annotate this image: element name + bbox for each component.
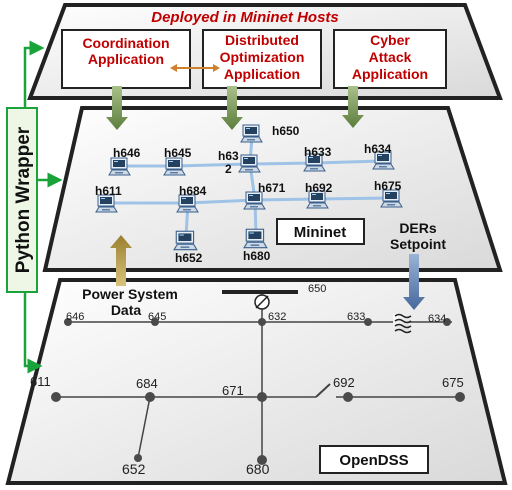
host-h680-label: h680 <box>243 249 271 263</box>
bus-646-label: 646 <box>66 311 84 323</box>
host-h671-label: h671 <box>258 181 286 195</box>
distributed-app-line2: Optimization <box>220 49 305 65</box>
opendss-label-box: OpenDSS <box>319 445 429 474</box>
regulator-icon <box>254 294 270 310</box>
bus-646-node[interactable] <box>64 318 72 326</box>
host-h645-label: h645 <box>164 146 192 160</box>
bus-645-node[interactable] <box>151 318 159 326</box>
cyber-attack-app-box[interactable]: Cyber Attack Application <box>333 29 447 89</box>
bus-652-node[interactable] <box>134 454 142 462</box>
cyber-app-line1: Cyber <box>370 32 410 48</box>
host-h646-label: h646 <box>113 146 141 160</box>
host-h650-icon[interactable] <box>240 124 263 143</box>
distributed-optimization-app-box[interactable]: Distributed Optimization Application <box>202 29 322 89</box>
bus-680-node[interactable] <box>257 455 267 465</box>
mininet-label: Mininet <box>294 224 347 241</box>
python-wrapper: Python Wrapper <box>6 40 63 374</box>
host-h634-label: h634 <box>364 142 392 156</box>
bus-692-label: 692 <box>333 375 355 390</box>
host-h632-label-a: h63 <box>218 149 239 163</box>
host-h680-icon[interactable] <box>243 228 268 249</box>
bus-675-node[interactable] <box>455 392 465 402</box>
transformer-icon <box>393 313 412 334</box>
host-h652-icon[interactable] <box>173 230 198 251</box>
coordination-app-line2: Application <box>88 51 164 67</box>
application-layer-title: Deployed in Mininet Hosts <box>151 9 339 26</box>
python-wrapper-box[interactable] <box>6 107 38 293</box>
power-data-up-arrow <box>110 235 132 286</box>
bus-650-label: 650 <box>308 283 326 295</box>
mininet-layer: h650 h646 h645 h63 2 h633 h634 h611 h684… <box>42 106 503 272</box>
bus-611-label: 611 <box>30 374 51 389</box>
cyber-app-line2: Attack <box>369 49 412 65</box>
coordination-app-line1: Coordination <box>82 35 169 51</box>
host-h645-icon[interactable] <box>163 157 186 176</box>
ders-label-line2: Setpoint <box>390 236 446 252</box>
bus-611-node[interactable] <box>51 392 61 402</box>
host-h652-label: h652 <box>175 251 203 265</box>
bus-692-node[interactable] <box>343 392 353 402</box>
distributed-app-line1: Distributed <box>225 32 299 48</box>
ders-label-line1: DERs <box>399 220 437 236</box>
coordination-app-box[interactable]: Coordination Application <box>61 29 191 89</box>
app-to-mininet-arrow-1 <box>106 86 128 130</box>
host-h611-label: h611 <box>95 184 122 198</box>
bus-634-node[interactable] <box>443 318 451 326</box>
app-to-mininet-arrow-2 <box>221 86 243 130</box>
bus-671-label: 671 <box>222 383 244 398</box>
mininet-label-box: Mininet <box>276 218 365 245</box>
opendss-label: OpenDSS <box>339 452 408 469</box>
bus-652-label: 652 <box>122 461 146 477</box>
bus-680-label: 680 <box>246 461 270 477</box>
host-h650-label: h650 <box>272 124 300 138</box>
bus-634-label: 634 <box>428 313 446 325</box>
bus-633-label: 633 <box>347 311 365 323</box>
power-data-line2: Data <box>111 302 142 318</box>
bus-633-node[interactable] <box>364 318 372 326</box>
cyber-app-line3: Application <box>352 66 428 82</box>
bus-632-label: 632 <box>268 311 286 323</box>
power-data-line1: Power System <box>82 286 178 302</box>
opendss-layer-plane <box>5 278 508 485</box>
host-h632-label-b: 2 <box>225 162 232 176</box>
bus-684-node[interactable] <box>145 392 155 402</box>
host-h692-label: h692 <box>305 181 333 195</box>
bidirectional-arrow-icon <box>170 64 220 72</box>
opendss-layer: 650 646 645 632 633 634 611 684 671 692 … <box>5 278 508 485</box>
host-h633-label: h633 <box>304 145 332 159</box>
bus-645-label: 645 <box>148 311 166 323</box>
bus-671-node[interactable] <box>257 392 267 402</box>
host-h675-label: h675 <box>374 179 402 193</box>
host-h646-icon[interactable] <box>108 157 131 176</box>
bus-nodes <box>51 318 465 465</box>
app-to-mininet-arrow-3 <box>342 86 364 128</box>
host-h632-icon[interactable] <box>238 154 261 173</box>
ders-setpoint-down-arrow <box>403 254 425 310</box>
bus-632-node[interactable] <box>258 318 266 326</box>
distributed-app-line3: Application <box>224 66 300 82</box>
host-h684-label: h684 <box>179 184 207 198</box>
bus-675-label: 675 <box>442 375 464 390</box>
python-wrapper-label: Python Wrapper <box>13 126 34 273</box>
mininet-layer-plane <box>42 106 503 272</box>
bus-684-label: 684 <box>136 376 158 391</box>
application-layer: Deployed in Mininet Hosts Coordination A… <box>27 3 503 100</box>
